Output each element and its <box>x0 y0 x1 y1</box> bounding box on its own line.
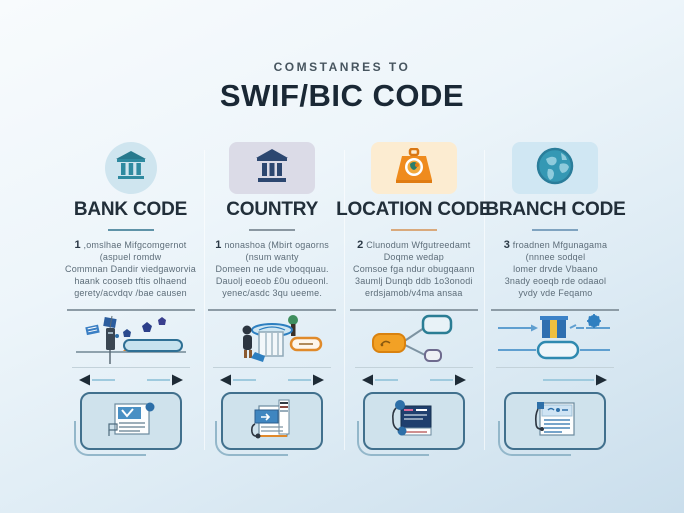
header: COMSTANRES TO SWIF/BIC CODE <box>0 60 684 114</box>
document-illustration <box>383 398 445 445</box>
light-divider <box>71 367 190 368</box>
branch-code-badge <box>512 142 599 194</box>
step-number: 1 <box>74 239 81 251</box>
document-card <box>498 392 607 456</box>
document-illustration <box>524 398 586 445</box>
heading-rule <box>249 229 296 231</box>
bank-code-badge <box>104 142 157 194</box>
bank-icon <box>114 150 148 187</box>
package-flow-illustration <box>492 313 618 367</box>
column-bank-code: BANK CODE 1 ,omslhae Mifgcomgernot (aspu… <box>60 142 201 456</box>
step-number: 2 <box>357 239 364 251</box>
country-badge <box>229 142 316 194</box>
flags-measure-illustration <box>68 313 194 367</box>
range-arrows <box>220 373 325 387</box>
document-card <box>356 392 465 456</box>
light-divider <box>213 367 332 368</box>
section-divider <box>491 309 620 311</box>
section-divider <box>349 309 478 311</box>
heading-rule <box>107 229 154 231</box>
globe-icon <box>536 147 574 190</box>
country-heading: COUNTRY <box>226 199 319 220</box>
toolbox-globe-icon <box>394 147 434 189</box>
branch-code-heading: BRANCH CODE <box>485 199 626 220</box>
light-divider <box>496 367 615 368</box>
range-arrows <box>361 373 466 387</box>
document-illustration <box>100 398 162 445</box>
person-basket-illustration <box>209 313 335 367</box>
column-separator <box>344 150 345 450</box>
document-card <box>215 392 324 456</box>
bank-code-description: 1 ,omslhae Mifgcomgernot (aspuel romdw C… <box>65 239 196 298</box>
column-separator <box>484 150 485 450</box>
step-number: 3 <box>503 239 511 251</box>
page-title: SWIF/BIC CODE <box>219 78 465 113</box>
heading-rule <box>532 229 579 231</box>
bank-code-heading: BANK CODE <box>73 199 188 220</box>
branch-code-description: 3 froadnen Mfgunagama (nnnee sodqel lome… <box>503 239 608 298</box>
column-location-code: LOCATION CODE 2 Clunodum Wfgutreedamt Do… <box>336 142 492 456</box>
step-number: 1 <box>215 239 222 251</box>
column-country: COUNTRY 1 nonashoa (Mbirt ogaorns (nsum … <box>202 142 343 456</box>
eyebrow-text: COMSTANRES TO <box>273 60 411 74</box>
heading-rule <box>390 229 437 231</box>
bank-icon <box>254 148 290 189</box>
section-divider <box>208 309 337 311</box>
right-arrow <box>503 373 608 387</box>
location-code-description: 2 Clunodum Wfgutreedamt Doqme wedap Coms… <box>353 239 475 298</box>
range-arrows <box>78 373 183 387</box>
section-divider <box>66 309 195 311</box>
location-code-badge <box>370 142 457 194</box>
node-diagram-illustration <box>351 313 477 367</box>
country-description: 1 nonashoa (Mbirt ogaorns (nsum wanty Do… <box>215 239 329 298</box>
column-branch-code: BRANCH CODE 3 froadnen Mfgunagama (nnnee… <box>485 142 626 456</box>
document-illustration <box>241 398 303 445</box>
light-divider <box>354 367 473 368</box>
location-code-heading: LOCATION CODE <box>336 199 492 220</box>
column-separator <box>204 150 205 450</box>
document-card <box>73 392 182 456</box>
columns-row: BANK CODE 1 ,omslhae Mifgcomgernot (aspu… <box>60 142 626 456</box>
